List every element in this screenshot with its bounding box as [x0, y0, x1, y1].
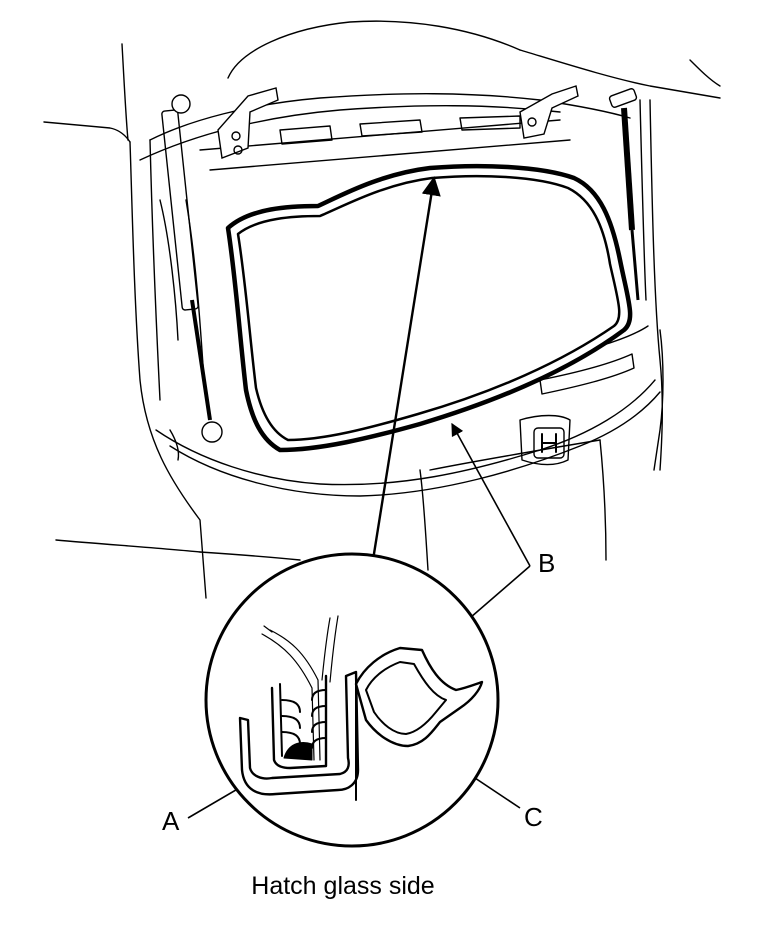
leader-b-to-seal — [451, 422, 531, 567]
vehicle-body — [43, 20, 721, 599]
callout-label-c: C — [524, 802, 543, 832]
right-strut — [608, 88, 640, 301]
labels: B A C Hatch glass side — [162, 548, 555, 900]
leader-to-seal-top — [371, 176, 441, 561]
right-hinge — [519, 85, 579, 139]
callout-label-a: A — [162, 806, 180, 836]
left-hinge — [217, 87, 279, 159]
left-strut — [161, 94, 223, 443]
callout-label-b: B — [538, 548, 555, 578]
detail-callout — [204, 552, 500, 848]
diagram-caption: Hatch glass side — [251, 872, 434, 900]
hatch-glass-weatherstrip — [225, 163, 633, 453]
